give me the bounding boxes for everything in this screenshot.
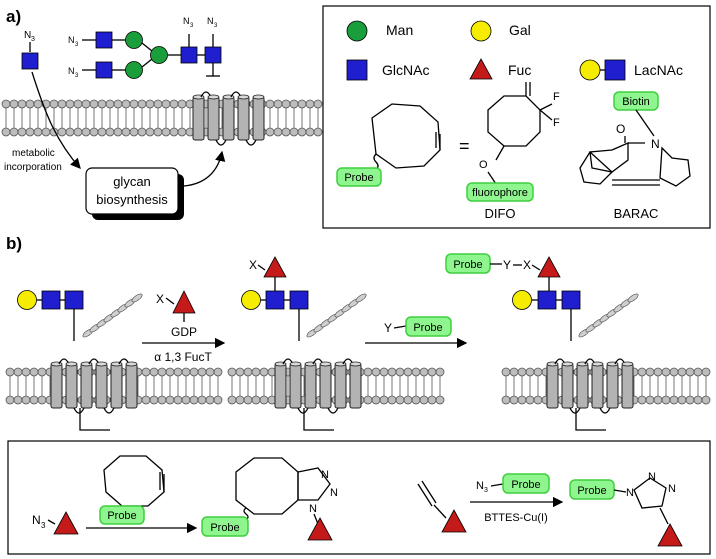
protein-strand-b1 [79, 293, 143, 431]
svg-text:GlcNAc: GlcNAc [382, 62, 429, 78]
svg-text:F: F [553, 117, 560, 129]
svg-text:3: 3 [214, 23, 218, 29]
alkynyl-fucose [417, 480, 467, 533]
triazole-product-cuaac: Probe N N N [569, 471, 683, 547]
azido-glcnac-monomer: N 3 [21, 30, 39, 70]
svg-text:Probe: Probe [511, 479, 540, 491]
svg-text:3: 3 [41, 521, 46, 530]
azido-probe-reagent: N 3 Probe [476, 473, 550, 494]
metabolic-label: metabolic [12, 148, 55, 159]
difo-structure: F F O fluorophore DIFO [466, 82, 560, 221]
svg-text:N: N [68, 66, 75, 76]
svg-text:N: N [24, 30, 31, 41]
svg-text:N: N [668, 483, 676, 495]
svg-text:Gal: Gal [509, 22, 531, 38]
legend-gal: Gal [470, 20, 531, 42]
panel-a-label: a) [6, 7, 21, 26]
svg-text:N: N [68, 35, 75, 45]
stage3-glycan: Probe Y X [445, 253, 581, 341]
svg-text:fluorophore: fluorophore [472, 187, 528, 199]
barac-structure: Biotin N O BARAC [579, 91, 691, 221]
cell-membrane-a [1, 99, 323, 137]
transmembrane-protein-b3 [546, 358, 634, 414]
svg-text:N: N [651, 137, 660, 151]
svg-text:3: 3 [484, 487, 488, 494]
transmembrane-protein-b1 [50, 358, 138, 414]
svg-text:N: N [32, 513, 41, 527]
biosynthesis-arrow [183, 150, 226, 187]
svg-text:N: N [476, 480, 484, 492]
legend-lacnac: LacNAc [579, 59, 683, 81]
incorporation-label: incorporation [4, 162, 62, 173]
svg-text:X: X [156, 292, 164, 306]
svg-text:N: N [309, 503, 317, 515]
svg-text:X: X [523, 258, 531, 272]
transmembrane-protein-b2 [274, 358, 362, 414]
gdp-fucose-reagent: X GDP [156, 290, 197, 339]
panel-b-label: b) [6, 234, 22, 253]
probe-cyclooctyne: Probe [99, 455, 165, 525]
equals-sign: = [459, 136, 470, 156]
legend-fuc: Fuc [469, 58, 531, 80]
svg-text:Y: Y [503, 258, 511, 272]
protein-strand-b3 [575, 293, 639, 431]
glycan-tree: N 3 N 3 N 3 N 3 [68, 16, 222, 79]
svg-text:O: O [616, 122, 625, 136]
svg-text:N: N [648, 471, 656, 483]
svg-text:N: N [207, 16, 214, 26]
triazole-product-spaac: N N N Probe [201, 457, 338, 541]
y-probe-reagent: Y Probe [384, 316, 452, 337]
svg-text:Biotin: Biotin [622, 96, 650, 108]
svg-text:3: 3 [190, 23, 194, 29]
svg-text:Man: Man [386, 22, 413, 38]
svg-text:N: N [626, 487, 634, 499]
barac-label: BARAC [614, 206, 659, 221]
legend-man: Man [346, 20, 413, 42]
svg-text:Probe: Probe [413, 322, 442, 334]
glycan-biosynthesis-box: glycan biosynthesis [85, 167, 184, 220]
catalyst-label: BTTES-Cu(I) [484, 512, 548, 524]
cell-membrane-b3 [501, 367, 711, 405]
svg-text:Fuc: Fuc [508, 62, 531, 78]
svg-text:N: N [183, 16, 190, 26]
metabolic-arrow [31, 71, 81, 169]
svg-text:N: N [330, 487, 338, 499]
svg-text:Y: Y [384, 321, 392, 335]
svg-text:O: O [479, 159, 488, 171]
svg-text:GDP: GDP [171, 325, 197, 339]
svg-text:Probe: Probe [577, 485, 606, 497]
fuct-label: α 1,3 FucT [154, 350, 212, 364]
svg-text:Probe: Probe [210, 522, 239, 534]
stage1-glycan [17, 290, 84, 341]
protein-strand-b2 [303, 293, 367, 431]
difo-label: DIFO [484, 206, 515, 221]
stage2-glycan: X [241, 256, 309, 341]
cyclooctyne-generic: Probe [336, 103, 441, 187]
svg-text:LacNAc: LacNAc [634, 62, 683, 78]
transmembrane-protein-a [192, 91, 265, 146]
svg-text:glycan: glycan [113, 174, 151, 189]
svg-text:X: X [249, 258, 257, 272]
svg-text:Probe: Probe [344, 172, 373, 184]
svg-text:3: 3 [31, 36, 35, 43]
svg-text:3: 3 [75, 73, 79, 79]
svg-text:F: F [553, 91, 560, 103]
svg-text:biosynthesis: biosynthesis [96, 192, 168, 207]
svg-text:3: 3 [75, 42, 79, 48]
azido-fucose: N 3 [32, 511, 79, 535]
svg-text:N: N [321, 469, 329, 481]
svg-text:Probe: Probe [107, 510, 136, 522]
svg-text:Probe: Probe [453, 259, 482, 271]
legend-glcnac: GlcNAc [346, 59, 429, 81]
